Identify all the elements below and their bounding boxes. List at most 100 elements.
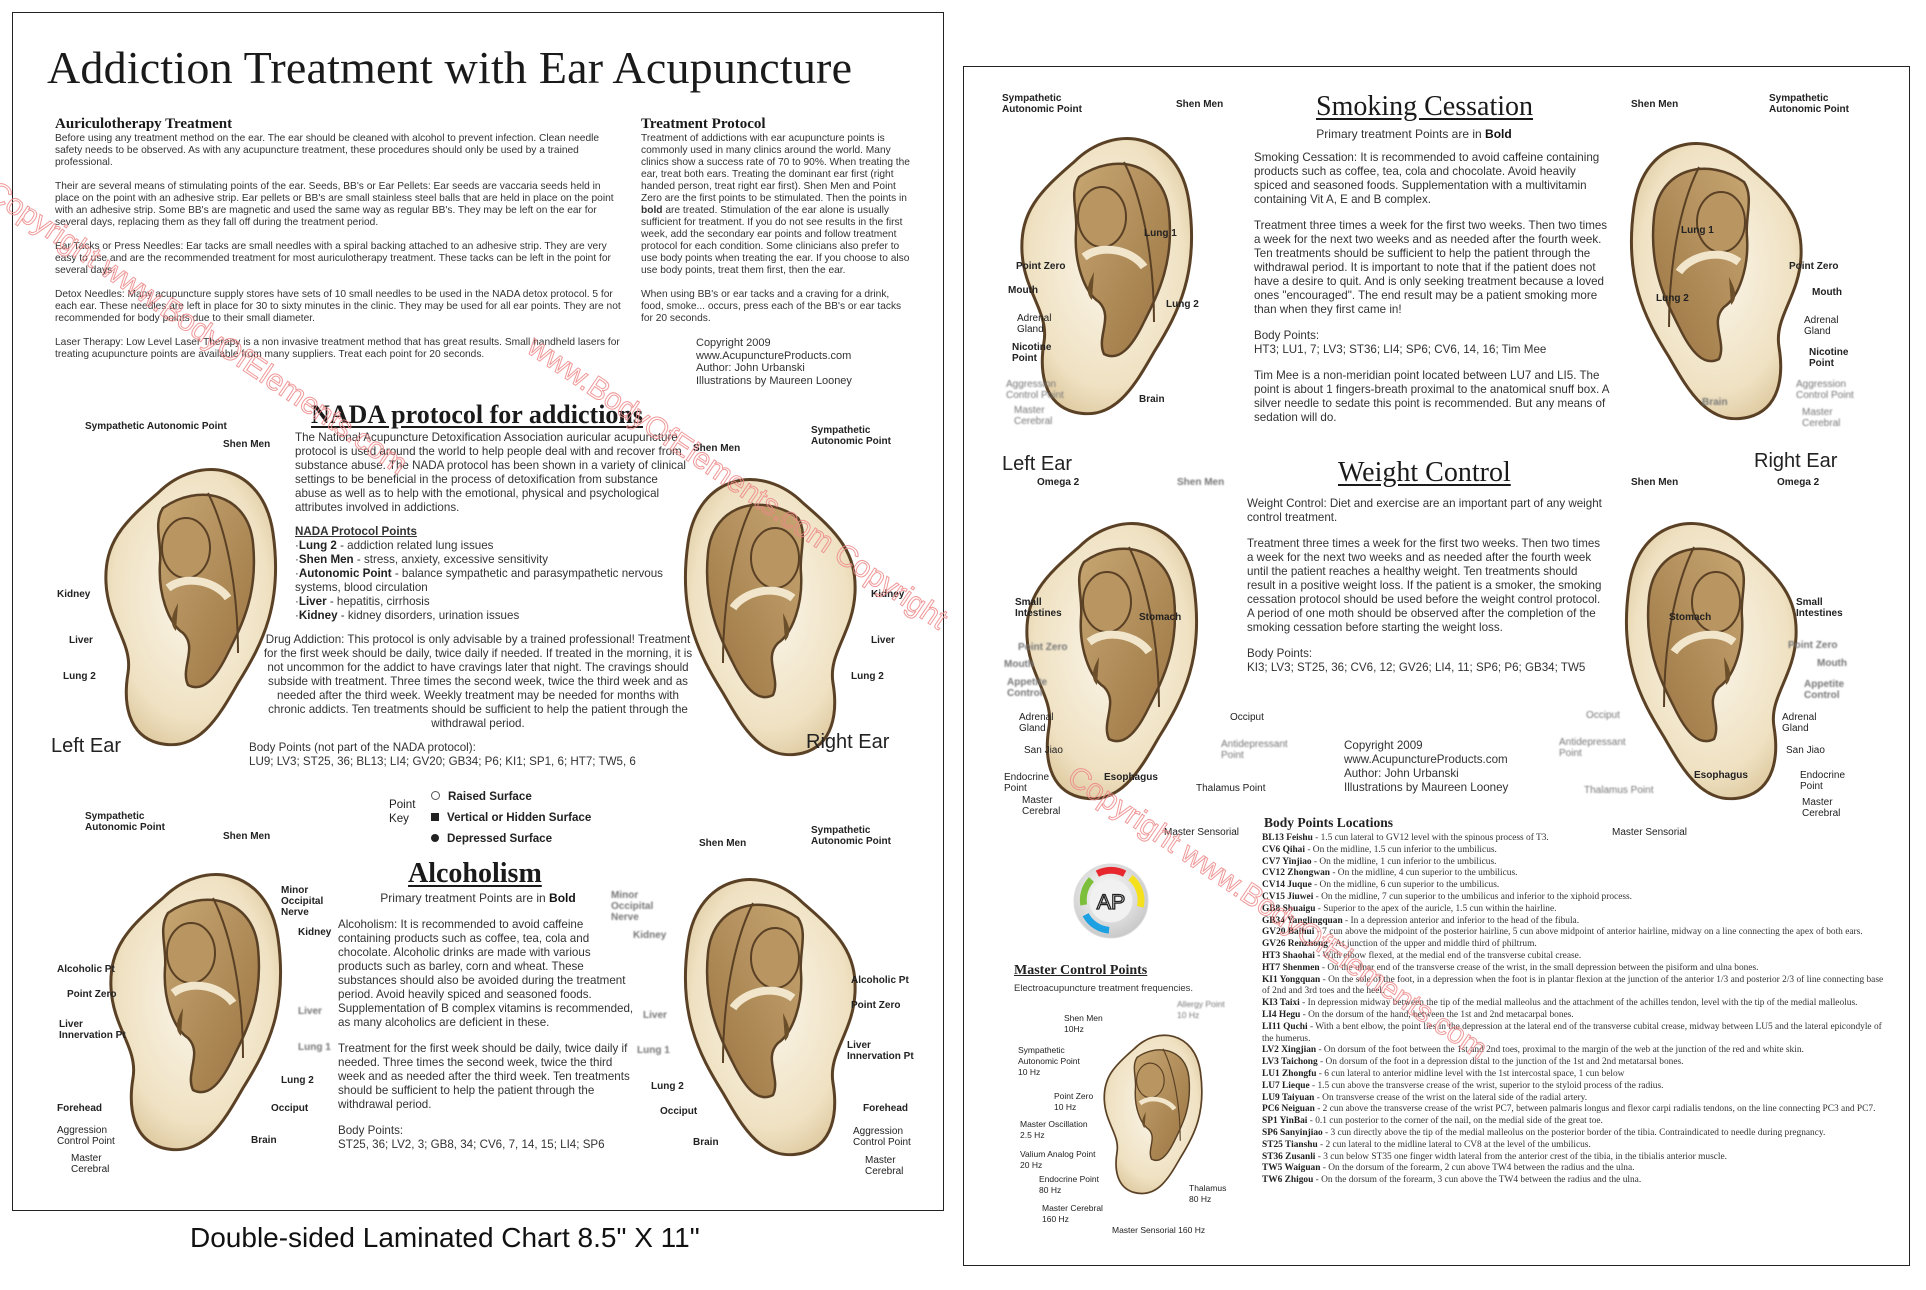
nada-left-ear-illustration (88, 453, 288, 753)
auriculo-para-1: Before using any treatment method on the… (55, 133, 600, 168)
nada-point-liver: ·Liver - hepatitis, cirrhosis (295, 595, 430, 608)
body-points-locations-list: BL13 Feishu - 1.5 cun lateral to GV12 le… (1262, 833, 1892, 1187)
ear-label: San Jiao (1024, 745, 1063, 756)
point-key-legend: Raised Surface Vertical or Hidden Surfac… (431, 786, 591, 849)
ap-logo: AP (1073, 863, 1149, 939)
ear-label: Sympathetic Autonomic Point (1002, 93, 1082, 115)
logo-letters: AP (1097, 890, 1126, 914)
ear-label: Small Intestines (1796, 597, 1843, 619)
filled-square-icon (431, 813, 439, 821)
body-point-location-item: PC6 Neiguan - 2 cun above the transverse… (1262, 1104, 1876, 1115)
treatment-protocol-section: Treatment Protocol Treatment of addictio… (641, 116, 911, 387)
treatment-protocol-para-2: When using BB's or ear tacks and a cravi… (641, 289, 902, 324)
ear-label: Kidney (871, 589, 905, 600)
ear-label: Lung 2 (651, 1081, 684, 1092)
ear-label: Omega 2 (1037, 477, 1080, 488)
alcoholism-left-ear-illustration (93, 848, 293, 1168)
body-point-location-item: KI1 Yongquan - On the sole of the foot, … (1262, 974, 1884, 997)
body-point-location-item: GV20 Baihui - 7 cun above the midpoint o… (1262, 927, 1863, 938)
ear-label: Nicotine Point (1012, 342, 1052, 364)
body-point-location-item: HT7 Shenmen - On the ulnar end of the tr… (1262, 962, 1759, 973)
auriculo-para-5: Laser Therapy: Low Level Laser Therapy i… (55, 337, 620, 360)
ear-label: Master Sensorial (1612, 827, 1688, 838)
body-point-location-item: LU9 Taiyuan - On transverse crease of th… (1262, 1092, 1588, 1103)
ear-label: Aggression Control Point (1796, 379, 1854, 401)
body-point-location-item: CV14 Juque - On the midline, 6 cun super… (1262, 880, 1500, 891)
ear-label: Lung 1 (1144, 228, 1177, 239)
ear-label: Esophagus (1694, 770, 1748, 781)
auriculo-para-2: Their are several means of stimulating p… (55, 181, 614, 228)
alcoholism-subtitle: Primary treatment Points are in Bold (380, 891, 576, 905)
ear-label: Occiput (1586, 710, 1620, 721)
ear-label: Sympathetic Autonomic Point (811, 425, 891, 447)
ear-label: Master Cerebral (71, 1153, 110, 1175)
ear-label: Endocrine Point (1800, 770, 1846, 792)
filled-circle-icon (431, 834, 439, 842)
auriculo-para-4: Detox Needles: Many acupuncture supply s… (55, 289, 621, 324)
body-point-location-item: ST25 Tianshu - 2 cun lateral to the midl… (1262, 1139, 1591, 1150)
ear-label: Occiput (660, 1106, 698, 1117)
master-control-ear-illustration (1094, 1017, 1209, 1207)
auriculotherapy-section: Auriculotherapy Treatment Before using a… (55, 116, 625, 373)
key-hidden: Vertical or Hidden Surface (431, 807, 591, 828)
nada-point-lung2: ·Lung 2 - addiction related lung issues (295, 539, 494, 552)
ear-label: Appetite Control (1007, 677, 1047, 699)
auriculo-para-3: Ear Tacks or Press Needles: Ear tacks ar… (55, 241, 611, 276)
treatment-protocol-heading: Treatment Protocol (641, 116, 766, 132)
ear-label: Mouth (1817, 658, 1847, 669)
ear-label: Minor Occipital Nerve (281, 885, 324, 918)
ear-label: Point Zero (851, 1000, 901, 1011)
body-point-location-item: LI4 Hegu - On the dorsum of the hand, be… (1262, 1009, 1574, 1020)
body-point-location-item: CV7 Yinjiao - On the midline, 1 cun infe… (1262, 856, 1497, 867)
nada-right-ear-illustration (673, 463, 873, 763)
ear-label: Antidepressant Point (1559, 737, 1626, 759)
nada-point-shen-men: ·Shen Men - stress, anxiety, excessive s… (295, 553, 548, 566)
mcp-label-master-sensorial: Master Sensorial 160 Hz (1112, 1225, 1206, 1235)
left-ear-caption: Left Ear (51, 735, 122, 757)
smoking-subtitle: Primary treatment Points are in Bold (1316, 127, 1512, 141)
footer-caption: Double-sided Laminated Chart 8.5" X 11" (190, 1222, 700, 1253)
nada-intro: The National Acupuncture Detoxification … (295, 431, 686, 514)
ear-label: Lung 1 (298, 1042, 331, 1053)
ear-label: Aggression Control Point (57, 1125, 115, 1147)
body-points-locations-heading: Body Points Locations (1264, 815, 1394, 830)
smoking-left-ear-caption: Left Ear (1002, 453, 1073, 475)
ear-label: Liver (871, 635, 895, 646)
ear-label: Master Cerebral (1802, 407, 1841, 429)
ear-label: Occiput (271, 1103, 309, 1114)
ear-label: Mouth (1008, 285, 1038, 296)
ear-label: Adrenal Gland (1782, 712, 1817, 734)
ear-label: Lung 2 (851, 671, 884, 682)
ear-label: Shen Men (1631, 99, 1679, 110)
body-point-location-item: CV15 Jiuwei - On the midline, 7 cun supe… (1262, 891, 1632, 902)
ear-label: Brain (251, 1135, 277, 1146)
page-title: Addiction Treatment with Ear Acupuncture (47, 42, 853, 93)
treatment-protocol-para-1: Treatment of addictions with ear acupunc… (641, 133, 910, 276)
master-control-heading: Master Control Points (1014, 963, 1148, 978)
ear-label: Shen Men (699, 838, 747, 849)
ear-label: Endocrine Point (1004, 772, 1050, 794)
master-control-subtitle: Electroacupuncture treatment frequencies… (1014, 983, 1194, 994)
ear-label: Brain (693, 1137, 719, 1148)
ear-label: Kidney (57, 589, 91, 600)
ear-label: Master Cerebral (1022, 795, 1061, 817)
ear-label: Adrenal Gland (1017, 313, 1052, 335)
ear-label: Lung 2 (1166, 299, 1199, 310)
body-point-location-item: GB34 Yanglingquan - In a depression ante… (1262, 915, 1580, 926)
ear-label: Brain (1139, 394, 1165, 405)
ear-label: Small Intestines (1015, 597, 1062, 619)
body-point-location-item: KI3 Taixi - In depression midway between… (1262, 998, 1858, 1009)
nada-points-list: NADA Protocol Points ·Lung 2 - addiction… (295, 525, 675, 623)
ear-label: Point Zero (1016, 261, 1066, 272)
ear-label: Forehead (863, 1103, 909, 1114)
left-page-chart: Addiction Treatment with Ear Acupuncture… (12, 12, 944, 1211)
point-key-label: Point Key (389, 798, 416, 825)
ear-label: Lung 2 (281, 1075, 314, 1086)
body-point-location-item: LU7 Lieque - 1.5 cun above the transvers… (1262, 1080, 1664, 1091)
ear-label: Appetite Control (1804, 679, 1844, 701)
